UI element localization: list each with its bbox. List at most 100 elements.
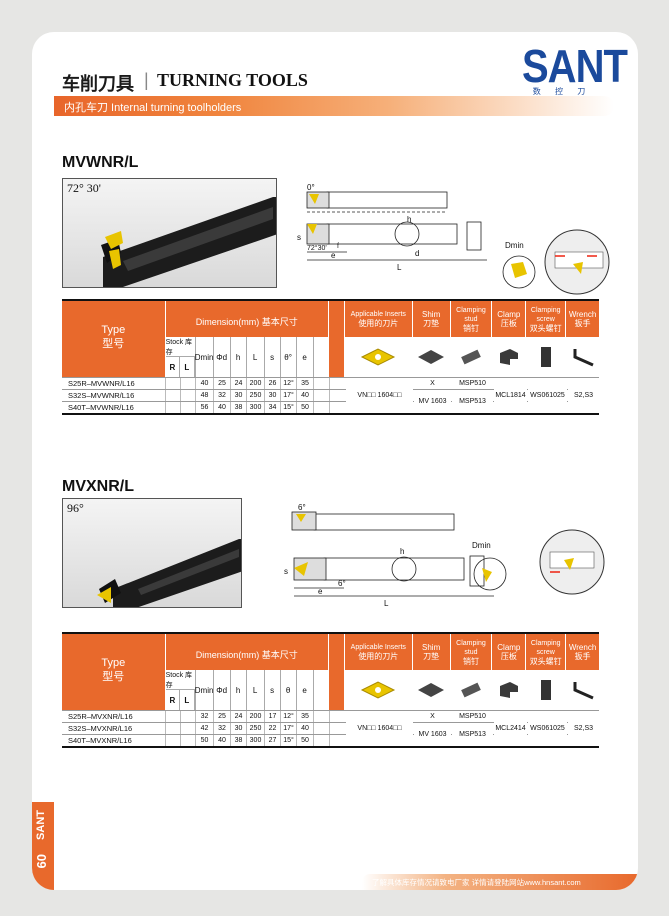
clamp-cell: MCL1814 xyxy=(494,378,527,413)
cell: 25 xyxy=(214,711,231,722)
row-name: S40T–MVWNR/L16 xyxy=(62,402,166,413)
clamp-icon xyxy=(499,682,518,698)
cell: 38 xyxy=(231,735,247,746)
wrench-icon xyxy=(573,682,594,700)
model-title-2: MVXNR/L xyxy=(62,478,134,495)
dim-col: s xyxy=(265,337,281,377)
cell: 25 xyxy=(214,378,231,389)
cell: 40 xyxy=(297,390,314,401)
brand-logo: SANT 数 控 刀 具 xyxy=(522,43,628,108)
cell: 12° xyxy=(281,711,297,722)
insert-header-en: Applicable Inserts xyxy=(350,644,406,651)
insert-header-en: Applicable Inserts xyxy=(350,311,406,318)
drawing2-label-e: e xyxy=(318,587,323,596)
clamp-cell: MCL2414 xyxy=(494,711,527,746)
table-row: S40T–MVXNR/L16 50 40 38 300 27 15° 50 xyxy=(62,734,599,746)
boring-bar-image-2 xyxy=(97,539,241,607)
cell: 300 xyxy=(247,402,265,413)
cell: 50 xyxy=(297,402,314,413)
dim-col: Dmin xyxy=(195,670,214,710)
dim-col: Dmin xyxy=(195,337,214,377)
type-header-en: Type xyxy=(101,324,126,336)
wrench-header-cn: 扳手 xyxy=(574,319,591,328)
spec-rows-1: S25R–MVWNR/L16 40 25 24 200 26 12° 35 S3… xyxy=(62,377,599,413)
row-name: S40T–MVXNR/L16 xyxy=(62,735,166,746)
insert-header-cn: 使用的刀片 xyxy=(358,319,399,328)
shim-x-cell: X xyxy=(414,378,451,389)
stock-r: R xyxy=(166,357,181,377)
screw-header-cn: 双头螺钉 xyxy=(529,656,562,666)
cell: 42 xyxy=(196,723,214,734)
wrench-header-en: Wrench xyxy=(568,643,597,652)
cell: 35 xyxy=(297,378,314,389)
cell: 30 xyxy=(231,723,247,734)
cell: 50 xyxy=(297,735,314,746)
type-header-cn: 型号 xyxy=(102,671,125,683)
dimension-header-text: Dimension(mm) 基本尺寸 xyxy=(195,650,298,660)
drawing-label-d: d xyxy=(415,249,419,258)
cell: 32 xyxy=(196,711,214,722)
cell: 32 xyxy=(214,723,231,734)
row-name: S32S–MVXNR/L16 xyxy=(62,723,166,734)
cell: 200 xyxy=(247,378,265,389)
boring-bar-image-1 xyxy=(101,197,276,287)
cell: 15° xyxy=(281,735,297,746)
shim-header-en: Shim xyxy=(422,643,441,652)
row-name: S25R–MVXNR/L16 xyxy=(62,711,166,722)
screw-header-en: Clamping screw xyxy=(530,306,561,323)
cell: 24 xyxy=(231,711,247,722)
shim-header-cn: 刀垫 xyxy=(423,319,440,328)
drawing2-label-L: L xyxy=(384,599,389,608)
insert-icon xyxy=(361,348,396,366)
title-cn: 车削刀具 xyxy=(62,74,134,95)
drawing-label-angle: 72°30' xyxy=(307,244,327,252)
type-header: Type 型号 xyxy=(62,634,166,710)
dim-col: s xyxy=(265,670,281,710)
clamp-header-cn: 压板 xyxy=(500,319,517,328)
dim-col: e xyxy=(297,337,314,377)
shim-cell: MV 1603 xyxy=(414,390,451,413)
insert-cell: VN□□ 1604□□ xyxy=(346,378,413,413)
table-row: S32S–MVWNR/L16 48 32 30 250 30 17° 40 xyxy=(62,389,599,401)
stock-r: R xyxy=(166,690,181,710)
cell: 26 xyxy=(265,378,281,389)
dim-col: h xyxy=(231,670,247,710)
shim-header-en: Shim xyxy=(422,310,441,319)
dimension-drawing-1: 0° h s 72°30' f e L d Dmin xyxy=(297,183,610,295)
insert-cell: VN□□ 1604□□ xyxy=(346,711,413,746)
dimension-drawing-2: 6° h s 6° e L Dmin xyxy=(284,503,605,608)
drawing-label-e: e xyxy=(331,251,336,260)
drawing-label-zero: 0° xyxy=(307,183,315,192)
dim-col: L xyxy=(247,337,265,377)
wrench-header-en: Wrench xyxy=(568,310,597,319)
drawing2-label-h: h xyxy=(400,547,404,556)
insert-icon xyxy=(361,681,396,699)
screw-header-cn: 双头螺钉 xyxy=(529,323,562,333)
page-number: 60 xyxy=(34,854,49,869)
table-row: S40T–MVWNR/L16 56 40 38 300 34 15° 50 xyxy=(62,401,599,413)
stud-header-en: Clamping stud xyxy=(456,639,486,656)
cell: 17° xyxy=(281,723,297,734)
cell: 48 xyxy=(196,390,214,401)
cell: 200 xyxy=(247,711,265,722)
row-name: S32S–MVWNR/L16 xyxy=(62,390,166,401)
product-photo-1: 72° 30' xyxy=(62,178,277,288)
cell: 30 xyxy=(265,390,281,401)
cell: 22 xyxy=(265,723,281,734)
stock-label: Stock 库存 xyxy=(165,670,195,690)
dim-col: θ xyxy=(281,670,297,710)
shim-x-cell: X xyxy=(414,711,451,722)
dim-col: θ° xyxy=(281,337,297,377)
